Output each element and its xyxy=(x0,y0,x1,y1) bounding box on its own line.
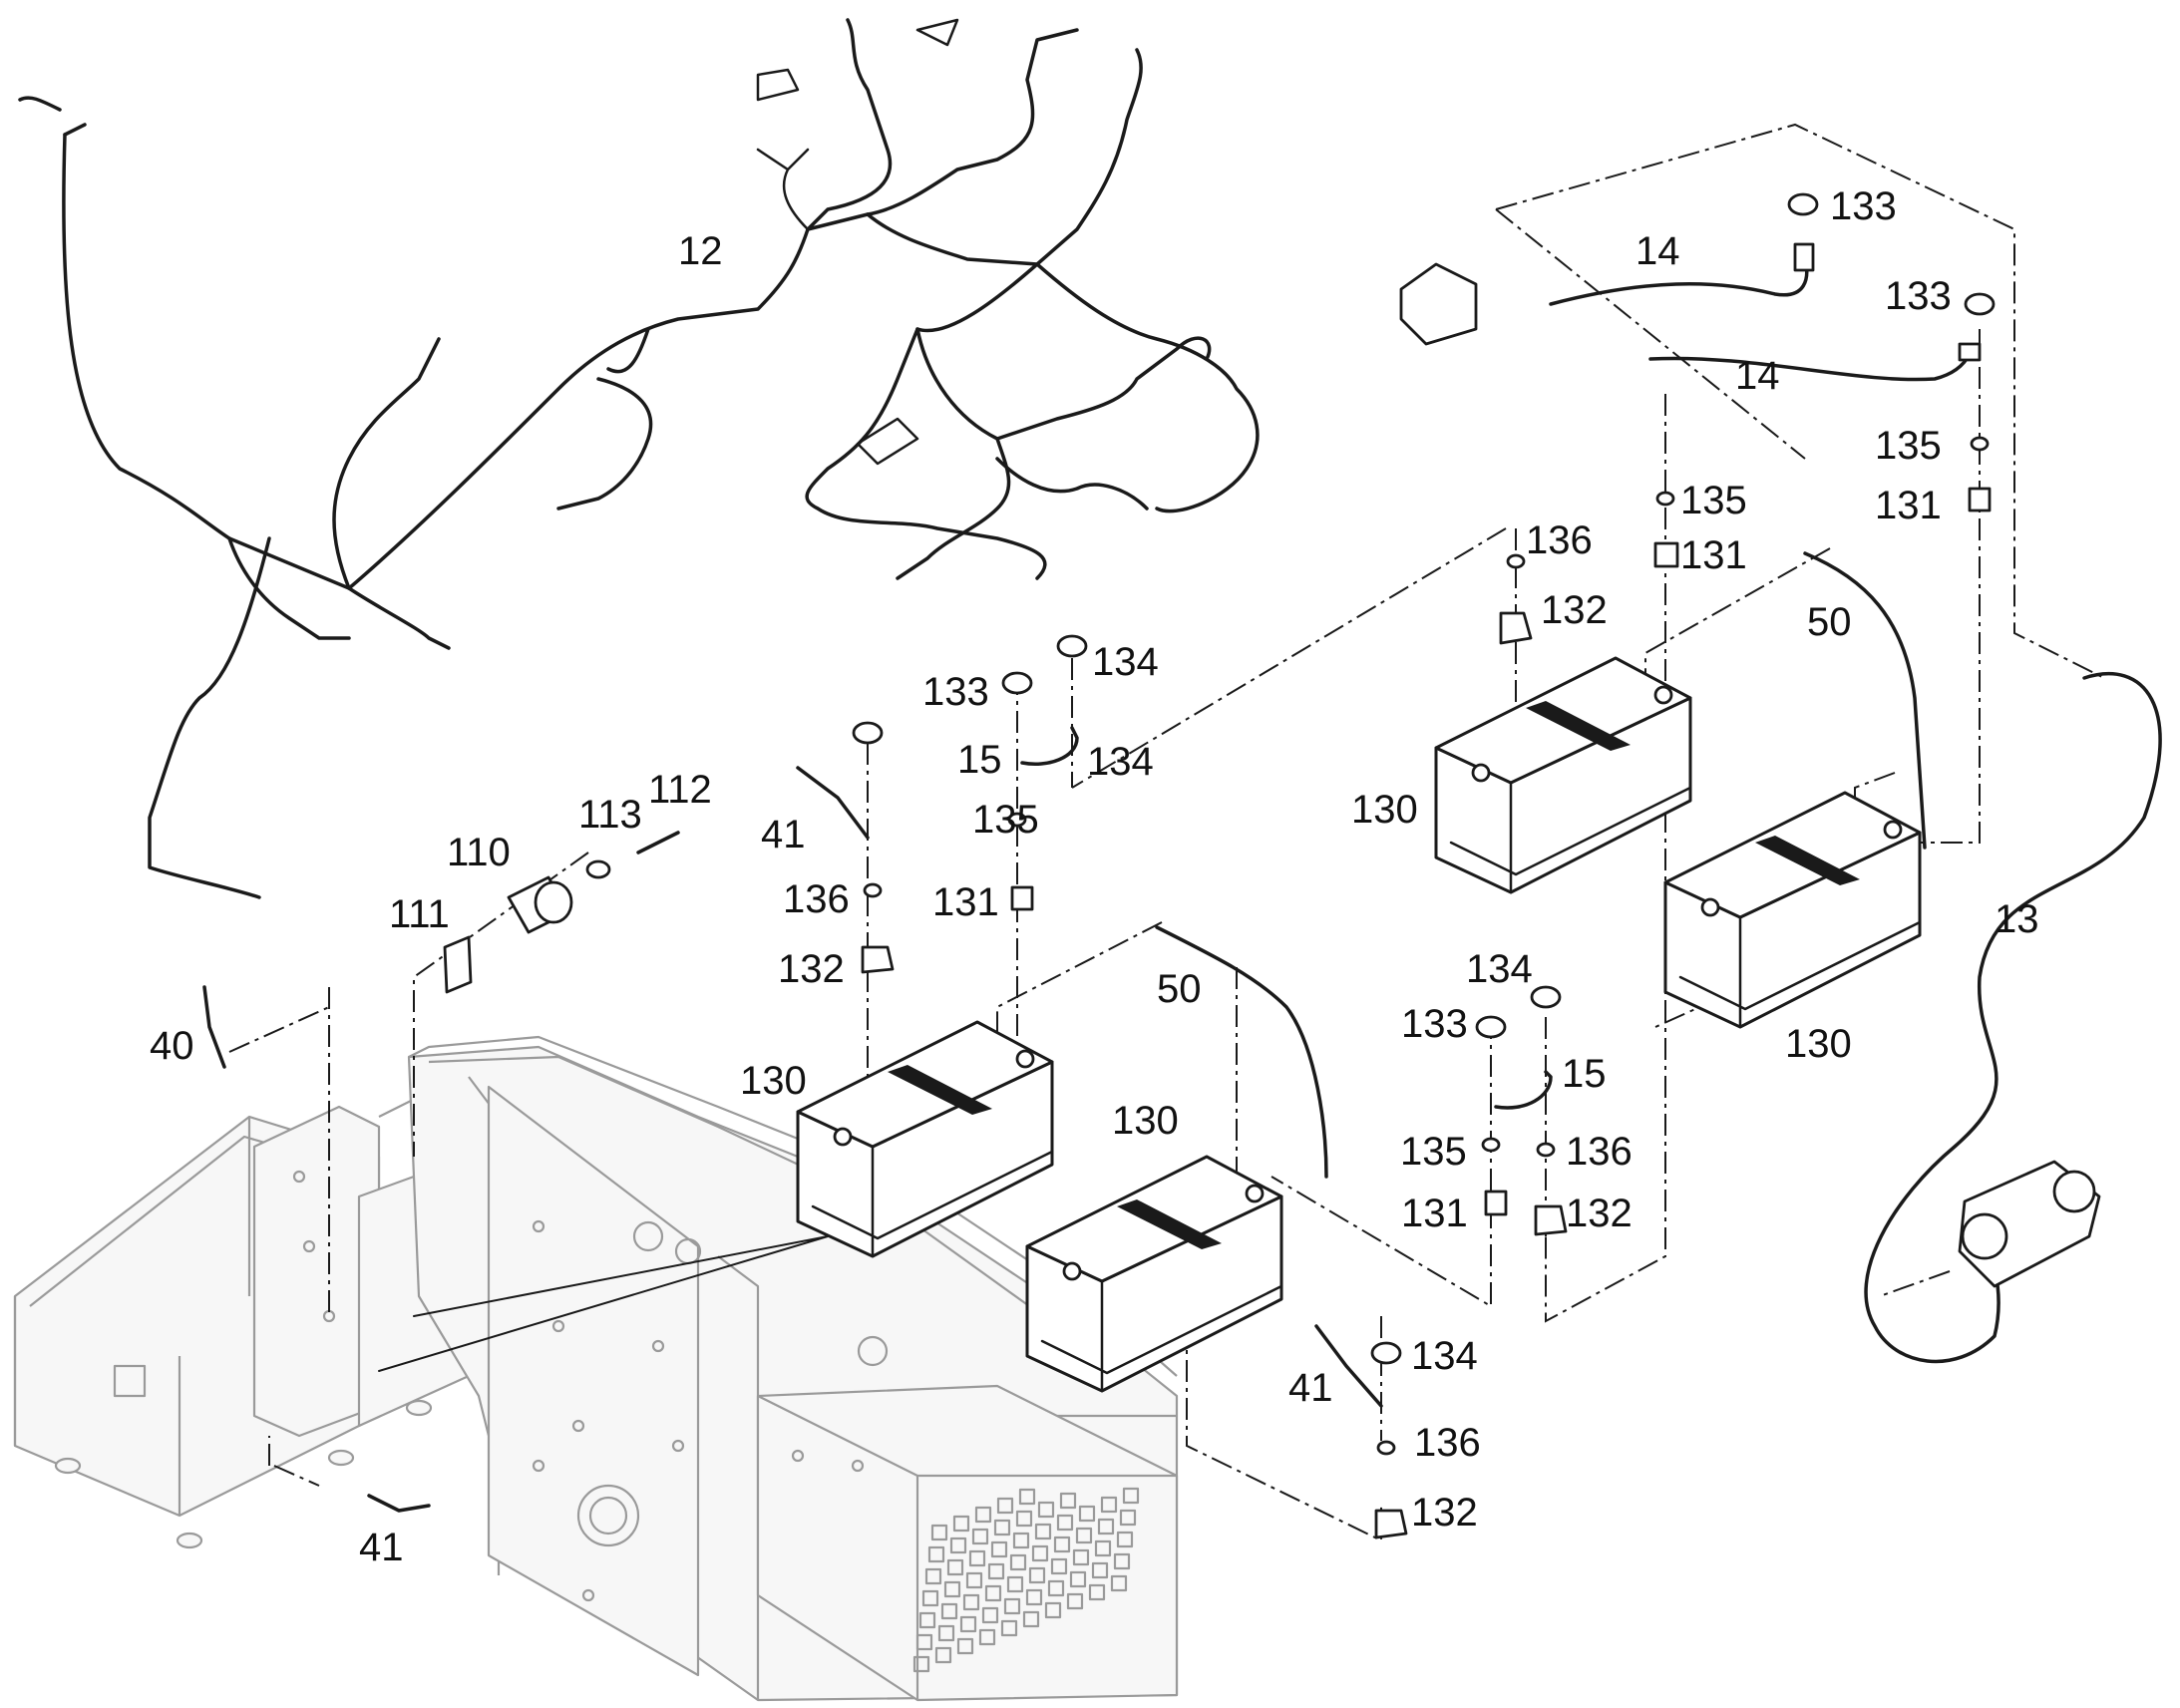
callout-label-110: 110 xyxy=(447,831,511,874)
battery-130-top-right xyxy=(1434,656,1692,894)
callout-label-133: 133 xyxy=(1830,184,1897,228)
callout-label-14: 14 xyxy=(1635,229,1680,273)
callout-label-133: 133 xyxy=(1401,1002,1468,1046)
hardware-parts xyxy=(202,192,2101,1539)
callout-label-134: 134 xyxy=(1466,947,1533,991)
callout-label-133: 133 xyxy=(922,670,989,714)
callout-label-15: 15 xyxy=(1562,1052,1607,1096)
callout-label-135: 135 xyxy=(1680,479,1747,522)
callout-label-135: 135 xyxy=(1875,424,1942,468)
callout-label-130: 130 xyxy=(740,1059,807,1103)
callout-label-132: 132 xyxy=(1411,1491,1478,1535)
callout-label-132: 132 xyxy=(778,947,845,991)
callout-labels: 12 14 133 133 14 135 131 135 131 136 132 50 134 133 13… xyxy=(150,184,2039,1569)
wire-harness-12 xyxy=(18,18,1260,899)
callout-label-50: 50 xyxy=(1157,967,1202,1011)
callout-label-50: 50 xyxy=(1807,600,1852,644)
callout-label-40: 40 xyxy=(150,1024,194,1068)
callout-label-130: 130 xyxy=(1112,1099,1179,1143)
callout-label-130: 130 xyxy=(1351,788,1418,832)
callout-label-41: 41 xyxy=(359,1526,404,1569)
callout-label-131: 131 xyxy=(932,880,999,924)
callout-label-112: 112 xyxy=(648,768,712,812)
battery-130-center-left xyxy=(796,1020,1054,1258)
callout-label-131: 131 xyxy=(1401,1192,1468,1235)
callout-label-136: 136 xyxy=(1526,518,1593,562)
callout-label-111: 111 xyxy=(389,892,450,936)
callout-label-134: 134 xyxy=(1087,740,1154,784)
callout-label-14: 14 xyxy=(1735,354,1780,398)
callout-label-132: 132 xyxy=(1566,1192,1633,1235)
callout-label-41: 41 xyxy=(1288,1366,1333,1410)
callout-label-131: 131 xyxy=(1875,484,1942,527)
cables xyxy=(1155,242,2162,1364)
callout-label-136: 136 xyxy=(1414,1421,1481,1465)
battery-130-lower-right xyxy=(1663,791,1922,1029)
battery-130-center xyxy=(1025,1155,1283,1393)
callout-label-134: 134 xyxy=(1411,1334,1478,1378)
machine-frame xyxy=(13,1035,1179,1702)
callout-label-133: 133 xyxy=(1885,274,1952,318)
callout-label-134: 134 xyxy=(1092,640,1159,684)
callout-label-113: 113 xyxy=(578,793,642,837)
callout-label-15: 15 xyxy=(957,738,1002,782)
callout-label-12: 12 xyxy=(678,229,723,273)
callout-label-131: 131 xyxy=(1680,533,1747,577)
callout-label-41: 41 xyxy=(761,813,806,856)
callout-label-135: 135 xyxy=(1400,1130,1467,1174)
callout-label-136: 136 xyxy=(783,877,850,921)
callout-label-132: 132 xyxy=(1541,588,1608,632)
callout-label-135: 135 xyxy=(972,798,1039,842)
callout-label-130: 130 xyxy=(1785,1022,1852,1066)
callout-label-136: 136 xyxy=(1566,1130,1633,1174)
callout-label-13: 13 xyxy=(1995,897,2039,941)
